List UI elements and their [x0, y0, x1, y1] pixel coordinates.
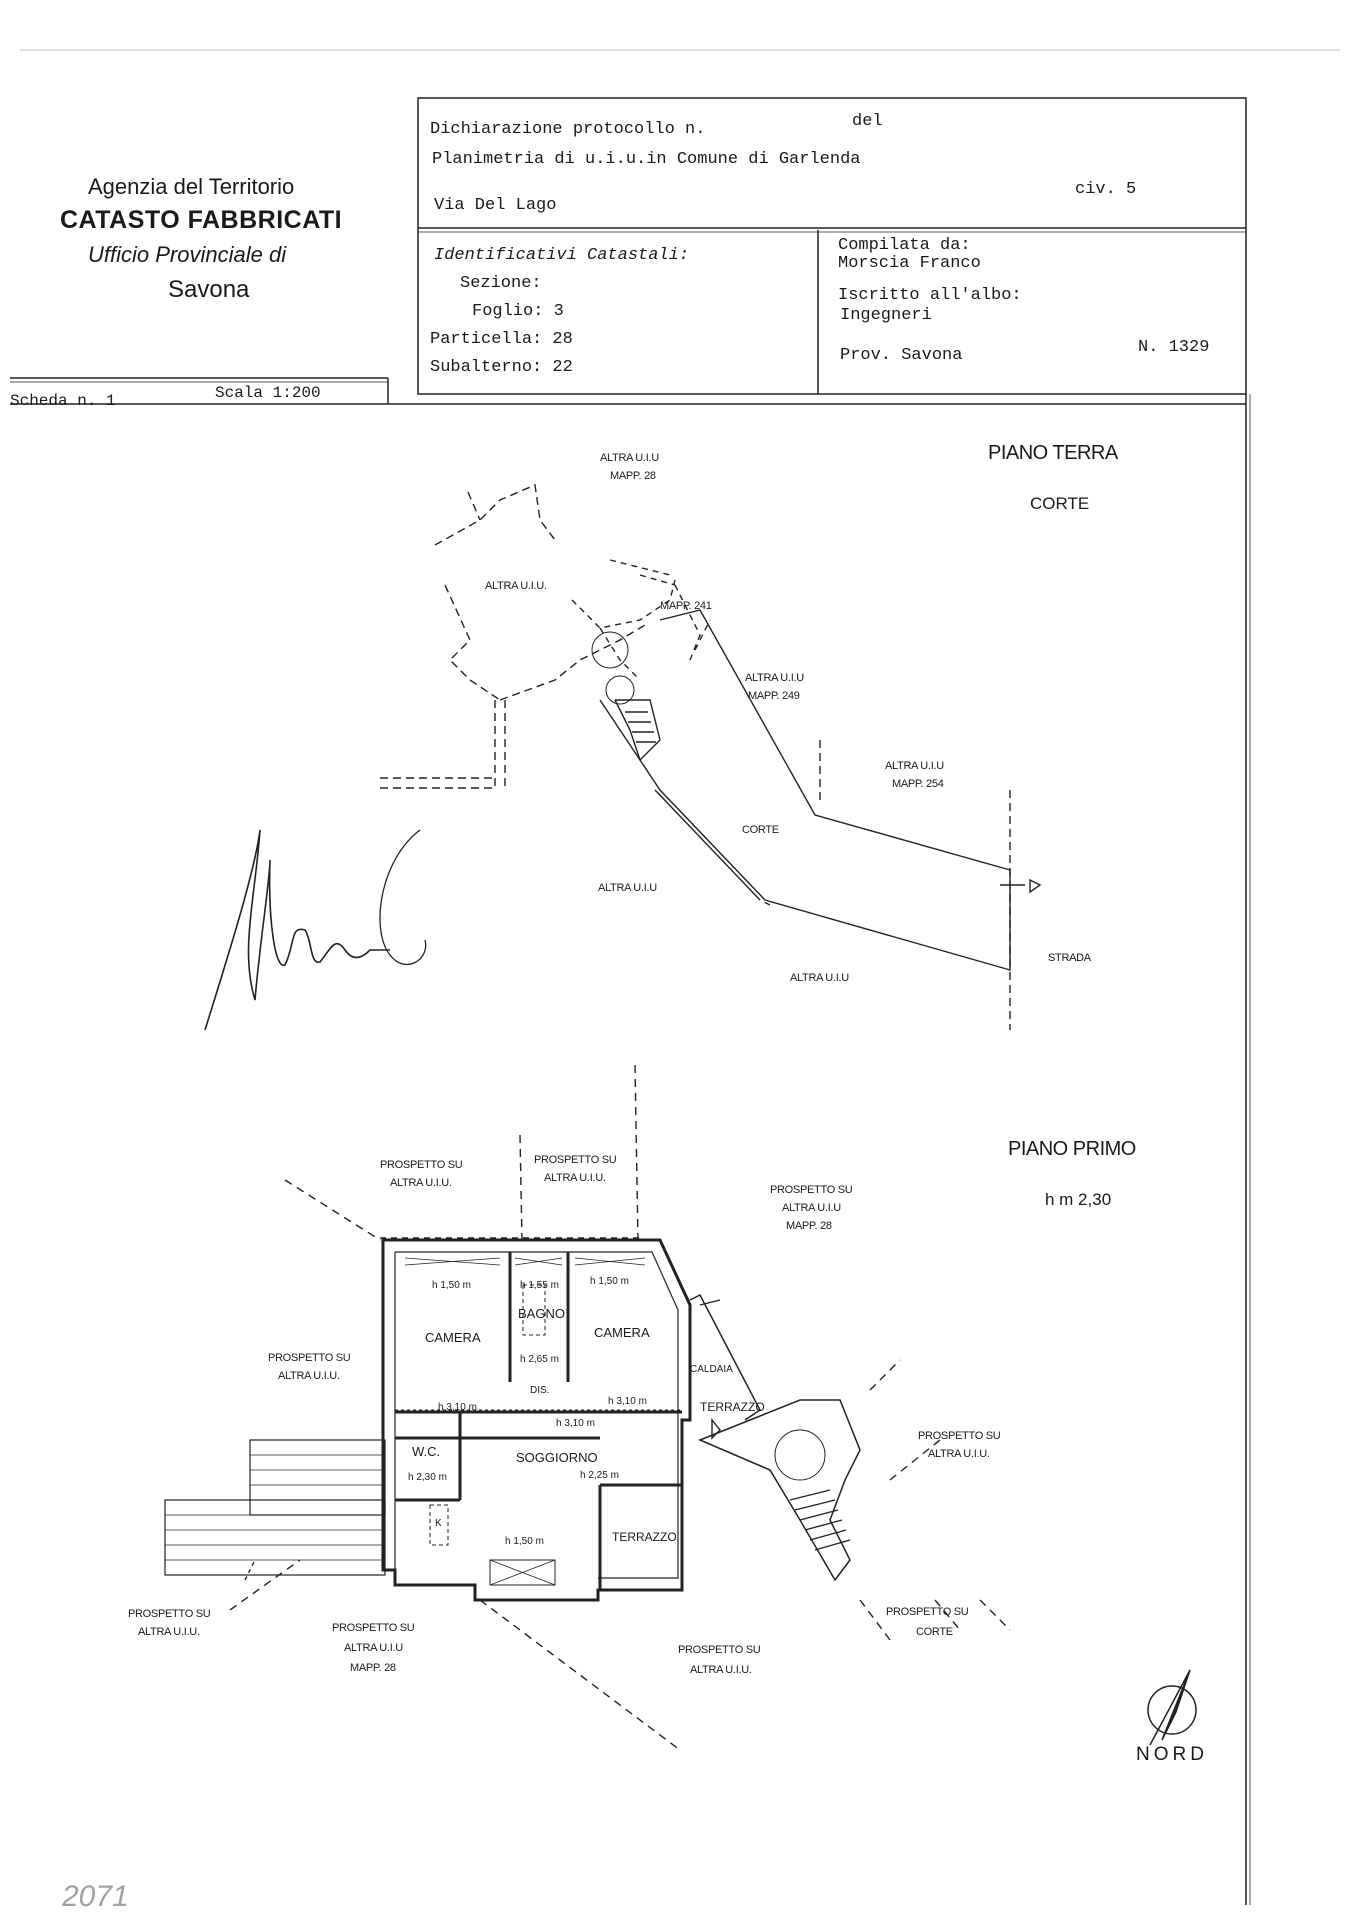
handwritten-note: 2071: [62, 1880, 129, 1913]
label-prospetto-7b: ALTRA U.I.U: [344, 1642, 403, 1654]
height-soggiorno: h 2,25 m: [580, 1470, 619, 1481]
label-prospetto-3b: ALTRA U.I.U: [782, 1202, 841, 1214]
ground-floor-drawing: [204, 483, 1042, 1031]
label-altra-top-2: MAPP. 28: [610, 470, 656, 482]
identifiers-title: Identificativi Catastali:: [434, 246, 690, 265]
compiler-name: Morscia Franco: [838, 254, 981, 273]
height-camera-1: h 1,50 m: [432, 1280, 471, 1291]
label-altra254-2: MAPP. 254: [892, 778, 944, 790]
agency-name: Agenzia del Territorio: [88, 174, 295, 199]
room-terrazzo-1: TERRAZZO: [700, 1400, 765, 1414]
sezione: Sezione:: [460, 274, 542, 293]
subalterno: Subalterno: 22: [430, 358, 573, 377]
civic-number: civ. 5: [1075, 180, 1137, 199]
label-prospetto-7c: MAPP. 28: [350, 1662, 396, 1674]
scheda: Scheda n. 1: [10, 392, 116, 410]
height-wc: h 2,30 m: [408, 1472, 447, 1483]
height-wc-top: h 3,10 m: [438, 1402, 477, 1413]
label-prospetto-2b: ALTRA U.I.U.: [544, 1172, 606, 1184]
label-prospetto-6b: ALTRA U.I.U.: [138, 1626, 200, 1638]
label-altra-left: ALTRA U.I.U.: [485, 580, 547, 592]
label-prospetto-7a: PROSPETTO SU: [332, 1622, 415, 1634]
albo: Ingegneri: [840, 306, 932, 325]
room-k: K: [435, 1518, 442, 1529]
height-camera-2-bottom: h 3,10 m: [608, 1396, 647, 1407]
label-prospetto-3c: MAPP. 28: [786, 1220, 832, 1232]
label-altra254-1: ALTRA U.I.U: [885, 760, 944, 772]
office-name: Ufficio Provinciale di: [88, 242, 287, 267]
room-terrazzo-2: TERRAZZO: [612, 1530, 677, 1544]
label-prospetto-5b: ALTRA U.I.U.: [928, 1448, 990, 1460]
label-prospetto-8b: ALTRA U.I.U.: [690, 1664, 752, 1676]
registration-number: N. 1329: [1138, 338, 1210, 357]
label-mapp241: MAPP. 241: [660, 600, 712, 612]
label-prospetto-9b: CORTE: [916, 1626, 953, 1638]
north-label: NORD: [1136, 1744, 1208, 1765]
label-prospetto-5a: PROSPETTO SU: [918, 1430, 1001, 1442]
height-camera-2: h 1,50 m: [590, 1276, 629, 1287]
label-prospetto-4b: ALTRA U.I.U.: [278, 1370, 340, 1382]
registry-name: CATASTO FABBRICATI: [60, 206, 343, 234]
protocol-label: Dichiarazione protocollo n.: [430, 120, 706, 139]
label-corte: CORTE: [742, 824, 779, 836]
room-bagno: BAGNO: [518, 1306, 565, 1321]
scale: Scala 1:200: [215, 384, 321, 402]
label-altra249-2: MAPP. 249: [748, 690, 800, 702]
street: Via Del Lago: [434, 196, 557, 215]
office-city: Savona: [168, 276, 250, 303]
label-strada: STRADA: [1048, 952, 1091, 964]
particella: Particella: 28: [430, 330, 573, 349]
label-altra-mid: ALTRA U.I.U: [598, 882, 657, 894]
label-prospetto-6a: PROSPETTO SU: [128, 1608, 211, 1620]
room-camera-1: CAMERA: [425, 1330, 481, 1345]
height-soggiorno-top: h 3,10 m: [556, 1418, 595, 1429]
planimetry-line: Planimetria di u.i.u.in Comune di Garlen…: [432, 150, 861, 169]
room-wc: W.C.: [412, 1444, 441, 1459]
compiler-label: Compilata da:: [838, 236, 971, 255]
first-floor-height: h m 2,30: [1045, 1190, 1112, 1209]
room-caldaia: CALDAIA: [690, 1364, 733, 1375]
height-kitchen: h 1,50 m: [505, 1536, 544, 1547]
room-camera-2: CAMERA: [594, 1325, 650, 1340]
first-floor-title: PIANO PRIMO: [1008, 1138, 1136, 1160]
label-altra-top-1: ALTRA U.I.U: [600, 452, 659, 464]
label-prospetto-1b: ALTRA U.I.U.: [390, 1177, 452, 1189]
foglio: Foglio: 3: [472, 302, 564, 321]
ground-floor-title: PIANO TERRA: [988, 442, 1118, 464]
label-altra-bottom: ALTRA U.I.U: [790, 972, 849, 984]
label-prospetto-4a: PROSPETTO SU: [268, 1352, 351, 1364]
ground-floor-subtitle: CORTE: [1030, 494, 1090, 513]
height-bagno: h 1,55 m: [520, 1280, 559, 1291]
label-prospetto-1a: PROSPETTO SU: [380, 1159, 463, 1171]
label-prospetto-2a: PROSPETTO SU: [534, 1154, 617, 1166]
north-arrow: [1147, 1669, 1197, 1746]
label-altra249-1: ALTRA U.I.U: [745, 672, 804, 684]
room-soggiorno: SOGGIORNO: [516, 1450, 598, 1465]
province: Prov. Savona: [840, 346, 963, 365]
label-prospetto-8a: PROSPETTO SU: [678, 1644, 761, 1656]
protocol-del: del: [852, 112, 883, 131]
label-prospetto-3a: PROSPETTO SU: [770, 1184, 853, 1196]
header-table: [10, 97, 1251, 1905]
height-dis: h 2,65 m: [520, 1354, 559, 1365]
albo-label: Iscritto all'albo:: [838, 286, 1022, 305]
first-floor-drawing: [164, 1064, 1011, 1751]
label-prospetto-9a: PROSPETTO SU: [886, 1606, 969, 1618]
room-dis: DIS.: [530, 1385, 550, 1396]
